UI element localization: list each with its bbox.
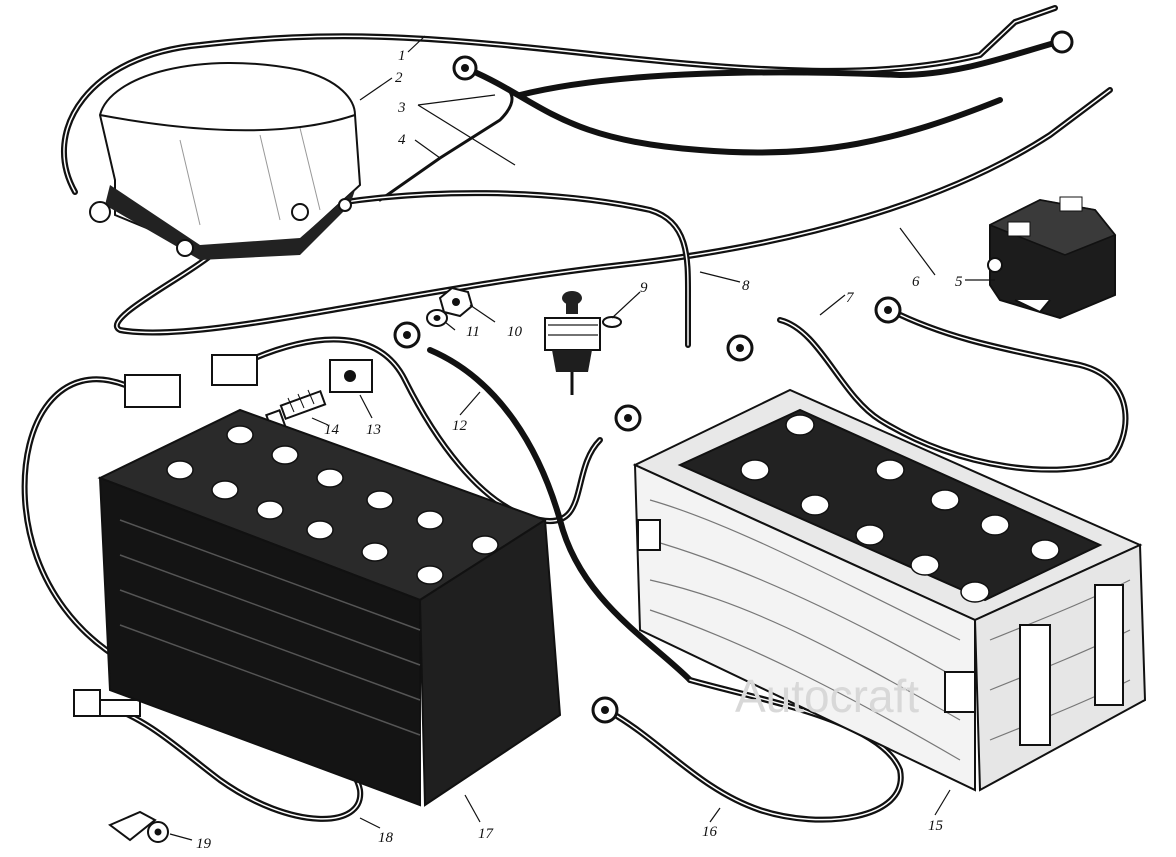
cable-3-lower: [467, 67, 1003, 156]
callout-10: 10: [507, 324, 523, 340]
battery-switch: [544, 291, 622, 395]
washer: [426, 309, 448, 327]
voltage-regulator: [89, 61, 362, 260]
watermark: Autocraft: [735, 670, 919, 722]
cable-3-upper: [517, 37, 1068, 98]
callout-1: 1: [398, 48, 406, 64]
relay-unit: [987, 196, 1117, 320]
lug-18-clamp: [73, 689, 141, 717]
cable-4: [378, 90, 514, 202]
clamp-top-left: [124, 354, 258, 408]
callout-8: 8: [742, 278, 750, 294]
cable-8: [297, 190, 692, 348]
callout-6: 6: [912, 274, 920, 290]
cable-16: [607, 677, 904, 823]
cable-6: [114, 87, 1113, 336]
callout-9: 9: [640, 280, 648, 296]
cable-12b: [427, 347, 693, 683]
lug-16: [591, 696, 619, 724]
callout-14: 14: [324, 422, 340, 438]
lug-12-right: [614, 404, 642, 432]
callout-4: 4: [398, 132, 406, 148]
callout-7: 7: [846, 290, 855, 306]
callout-3: 3: [397, 100, 406, 116]
cable-12: [247, 336, 603, 525]
terminal-clamp: [329, 359, 373, 393]
callout-13: 13: [366, 422, 381, 438]
callout-18: 18: [378, 830, 394, 846]
lug-3: [452, 55, 478, 81]
callout-17: 17: [478, 826, 495, 842]
lug-12-top: [393, 321, 421, 349]
callout-5: 5: [955, 274, 963, 290]
cable-7: [777, 307, 1129, 473]
lug-1-end: [1050, 30, 1074, 54]
callout-16: 16: [702, 824, 718, 840]
battery-black: [97, 408, 562, 807]
leader-lines: [169, 35, 995, 841]
lug-7-left: [726, 334, 754, 362]
callout-2: 2: [395, 70, 403, 86]
battery-wooden-case: [632, 388, 1147, 792]
callout-11: 11: [466, 324, 480, 340]
lug-7-right: [874, 296, 902, 324]
lug-19: [108, 810, 169, 843]
callout-15: 15: [928, 818, 944, 834]
callout-19: 19: [196, 836, 212, 852]
callout-12: 12: [452, 418, 468, 434]
